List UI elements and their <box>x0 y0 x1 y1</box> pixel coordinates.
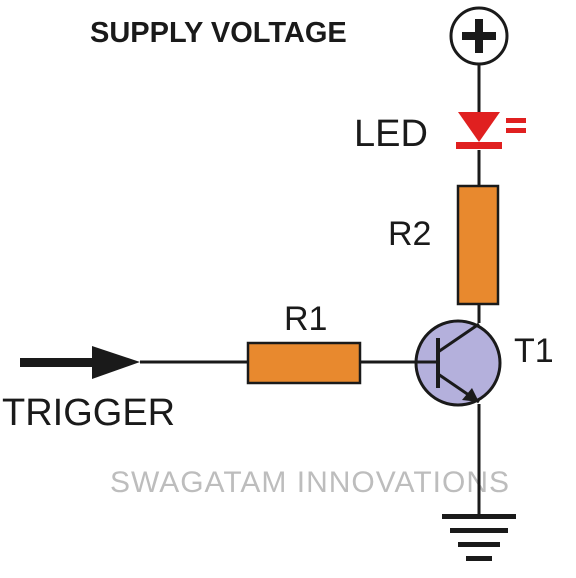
t1-label: T1 <box>514 332 554 370</box>
resistor-r2 <box>456 184 500 306</box>
ground-icon <box>442 514 516 561</box>
r2-label: R2 <box>388 215 431 253</box>
transistor-t1 <box>412 319 502 407</box>
led-label: LED <box>354 113 428 155</box>
wires <box>140 64 481 516</box>
watermark-text: SWAGATAM INNOVATIONS <box>110 466 510 499</box>
right-arrow-icon <box>20 346 140 379</box>
supply-voltage-label: SUPPLY VOLTAGE <box>90 17 347 49</box>
plus-terminal-icon <box>449 6 509 66</box>
trigger-label: TRIGGER <box>2 392 175 434</box>
led-icon <box>456 112 526 149</box>
resistor-r1 <box>246 341 362 385</box>
r1-label: R1 <box>284 300 327 338</box>
